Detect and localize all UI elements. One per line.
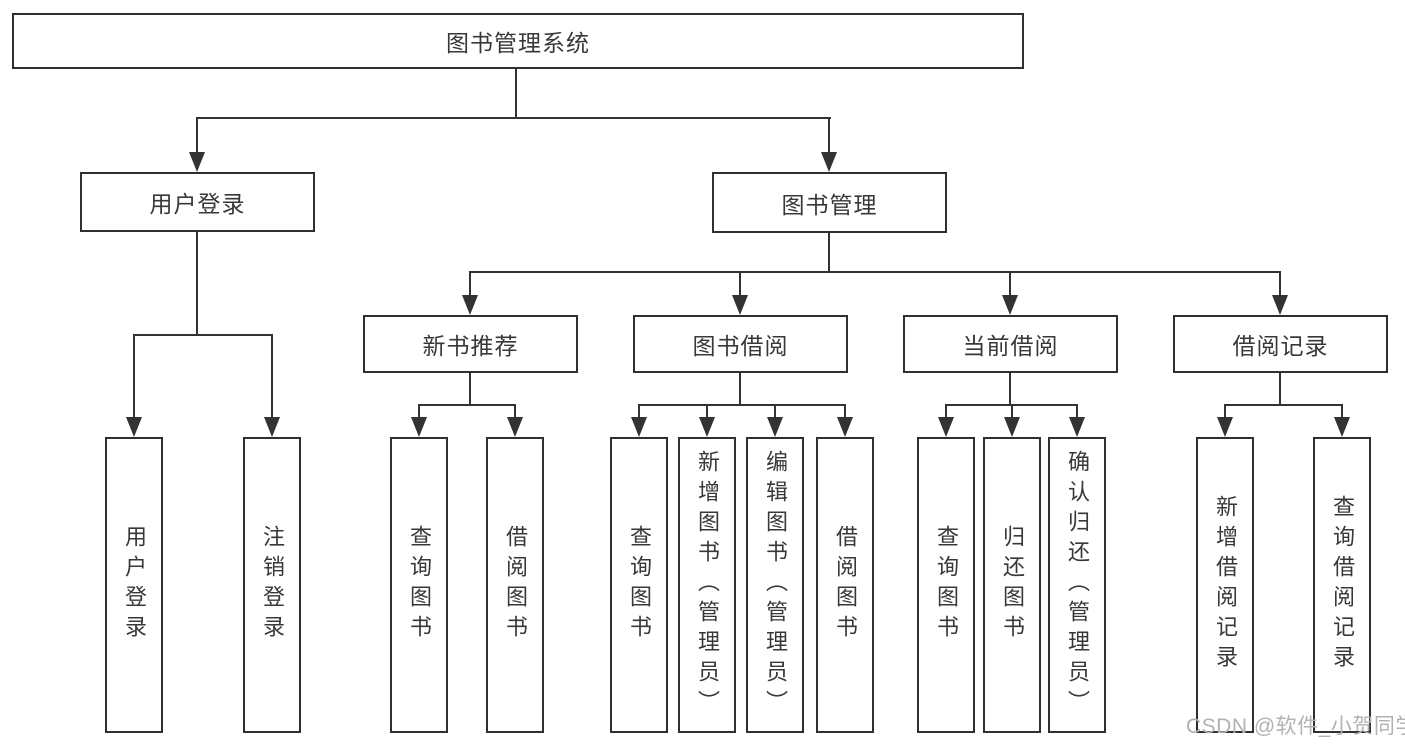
leaf-query-borrow-record: 查询借阅记录: [1313, 437, 1371, 733]
arrow-down-icon: [837, 417, 853, 437]
arrow-down-icon: [1004, 417, 1020, 437]
connector-line: [196, 117, 831, 119]
leaf-return-book: 归还图书: [983, 437, 1041, 733]
leaf-add-book-admin: 新增图书（管理员）: [678, 437, 736, 733]
leaf-label: 借阅图书: [503, 525, 528, 645]
leaf-label: 新增图书（管理员）: [695, 450, 720, 720]
connector-line: [638, 404, 846, 406]
connector-line: [418, 404, 516, 406]
leaf-label: 查询图书: [627, 525, 652, 645]
leaf-query-book-current: 查询图书: [917, 437, 975, 733]
connector-line: [1279, 272, 1281, 295]
arrow-down-icon: [1069, 417, 1085, 437]
connector-line: [1224, 405, 1226, 418]
arrow-down-icon: [767, 417, 783, 437]
arrow-down-icon: [264, 417, 280, 437]
connector-line: [1009, 272, 1011, 295]
leaf-borrow-book-newbook: 借阅图书: [486, 437, 544, 733]
node-book-management-branch: 图书管理: [712, 172, 947, 233]
leaf-label: 查询图书: [407, 525, 432, 645]
connector-line: [514, 405, 516, 418]
connector-line: [774, 405, 776, 418]
arrow-down-icon: [462, 295, 478, 315]
node-book-borrowing: 图书借阅: [633, 315, 848, 373]
connector-line: [828, 233, 830, 272]
connector-line: [196, 118, 198, 154]
arrow-down-icon: [189, 152, 205, 172]
connector-line: [1224, 404, 1343, 406]
connector-line: [1011, 405, 1013, 418]
arrow-down-icon: [732, 295, 748, 315]
arrow-down-icon: [699, 417, 715, 437]
csdn-watermark: CSDN @软件_小贺同学: [1186, 715, 1405, 738]
arrow-down-icon: [938, 417, 954, 437]
arrow-down-icon: [1334, 417, 1350, 437]
node-library-management-system: 图书管理系统: [12, 13, 1024, 69]
connector-line: [469, 271, 1281, 273]
connector-line: [1009, 373, 1011, 405]
connector-line: [844, 405, 846, 418]
connector-line: [638, 405, 640, 418]
leaf-label: 新增借阅记录: [1213, 495, 1238, 675]
leaf-label: 查询图书: [934, 525, 959, 645]
connector-line: [271, 335, 273, 417]
leaf-label: 编辑图书（管理员）: [763, 450, 788, 720]
leaf-label: 借阅图书: [833, 525, 858, 645]
connector-line: [1341, 405, 1343, 418]
connector-line: [196, 232, 198, 335]
arrow-down-icon: [821, 152, 837, 172]
node-borrowing-records: 借阅记录: [1173, 315, 1388, 373]
arrow-down-icon: [1002, 295, 1018, 315]
node-current-borrowing: 当前借阅: [903, 315, 1118, 373]
connector-line: [706, 405, 708, 418]
leaf-label: 注销登录: [260, 525, 285, 645]
leaf-label: 归还图书: [1000, 525, 1025, 645]
node-user-login-branch: 用户登录: [80, 172, 315, 232]
connector-line: [133, 334, 273, 336]
node-new-book-recommend: 新书推荐: [363, 315, 578, 373]
leaf-logout: 注销登录: [243, 437, 301, 733]
connector-line: [515, 69, 517, 118]
leaf-label: 确认归还（管理员）: [1065, 450, 1090, 720]
leaf-label: 查询借阅记录: [1330, 495, 1355, 675]
connector-line: [945, 405, 947, 418]
connector-line: [1279, 373, 1281, 405]
leaf-query-book-newbook: 查询图书: [390, 437, 448, 733]
connector-line: [739, 373, 741, 405]
connector-line: [133, 335, 135, 417]
connector-line: [739, 272, 741, 295]
arrow-down-icon: [1217, 417, 1233, 437]
leaf-edit-book-admin: 编辑图书（管理员）: [746, 437, 804, 733]
leaf-user-login: 用户登录: [105, 437, 163, 733]
leaf-borrow-book-borrowing: 借阅图书: [816, 437, 874, 733]
connector-line: [469, 373, 471, 405]
arrow-down-icon: [631, 417, 647, 437]
arrow-down-icon: [126, 417, 142, 437]
arrow-down-icon: [411, 417, 427, 437]
arrow-down-icon: [1272, 295, 1288, 315]
connector-line: [469, 272, 471, 295]
leaf-add-borrow-record: 新增借阅记录: [1196, 437, 1254, 733]
leaf-query-book-borrowing: 查询图书: [610, 437, 668, 733]
leaf-label: 用户登录: [122, 525, 147, 645]
connector-line: [1076, 405, 1078, 418]
arrow-down-icon: [507, 417, 523, 437]
connector-line: [418, 405, 420, 418]
connector-line: [828, 118, 830, 154]
leaf-confirm-return-admin: 确认归还（管理员）: [1048, 437, 1106, 733]
